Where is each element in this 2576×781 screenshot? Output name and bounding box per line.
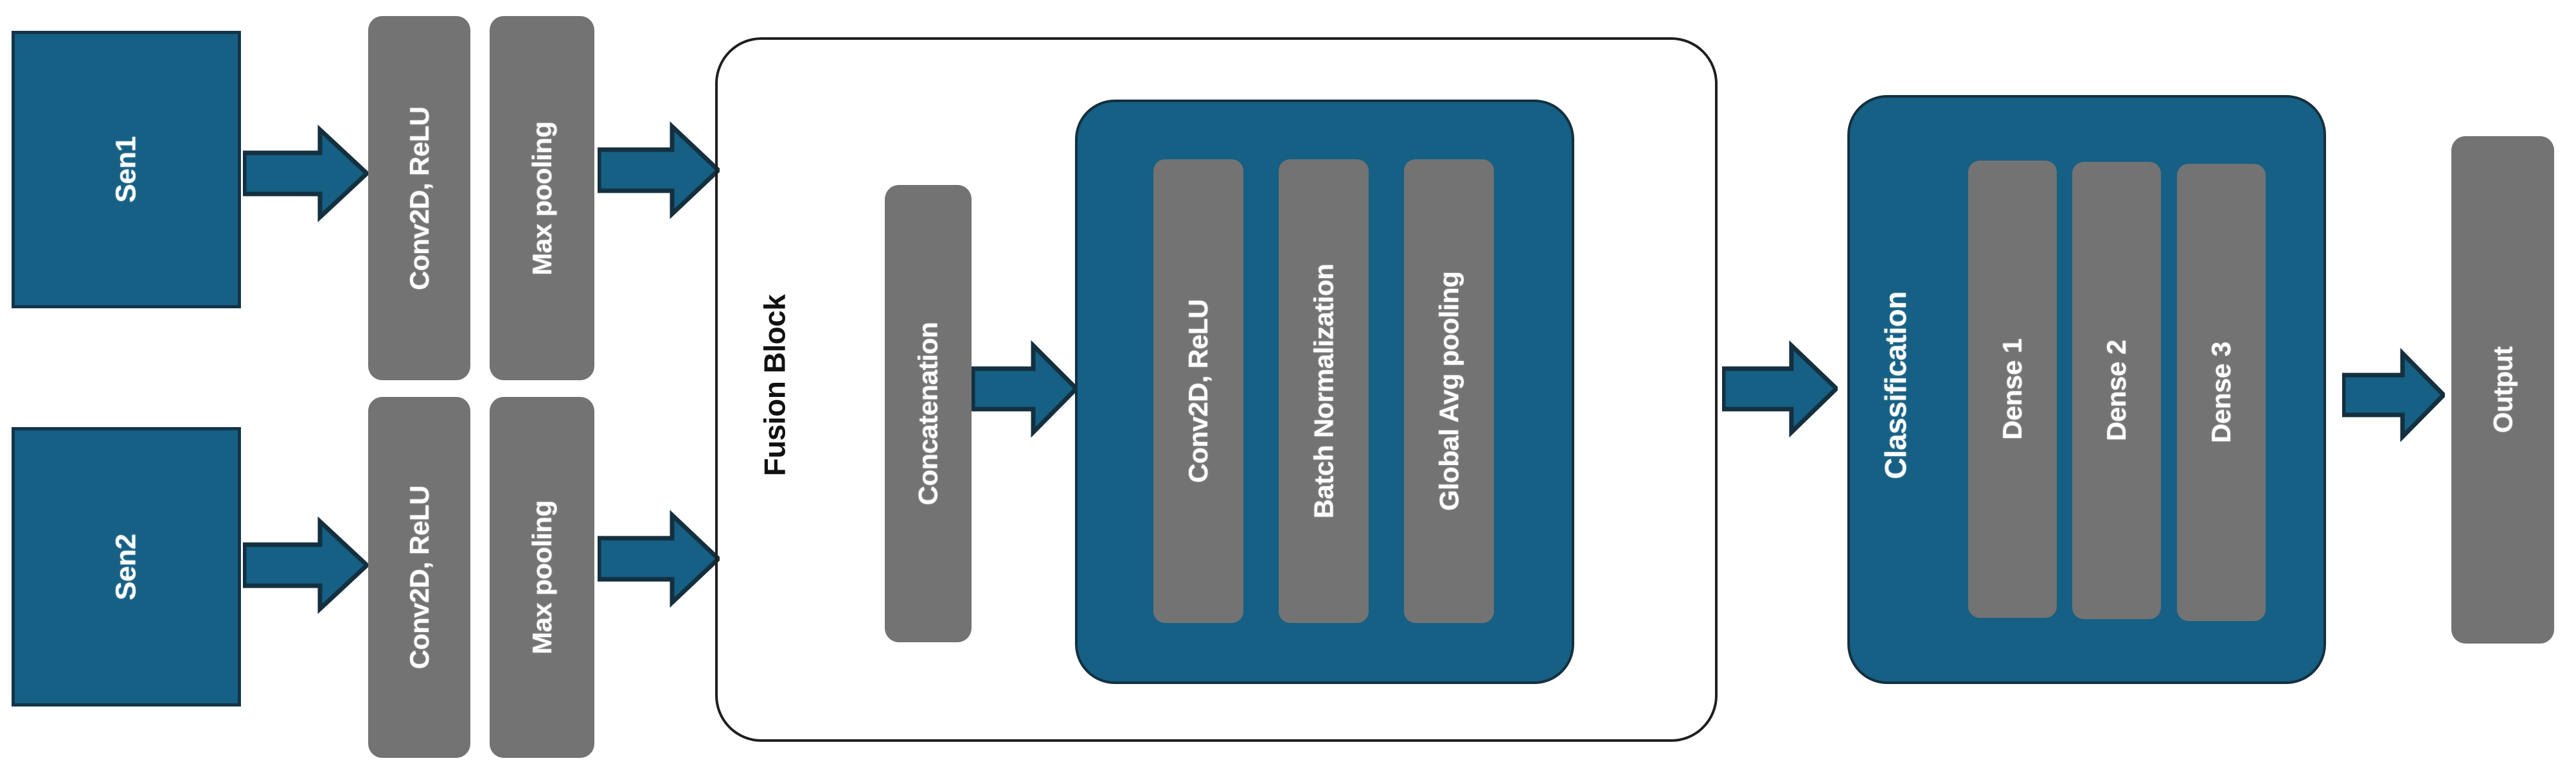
branch2-max-pooling[interactable]: Max pooling — [490, 397, 594, 758]
fusion-batch-normalization[interactable]: Batch Normalization — [1279, 159, 1369, 623]
fusion-batch-normalization-label: Batch Normalization — [1308, 263, 1338, 519]
classification-label-wrapper: Classification — [1867, 231, 1924, 540]
input-sensor-2-label: Sen2 — [110, 533, 142, 601]
arrow-maxpool2-to-fusion — [598, 507, 720, 610]
arrow-sen2-to-conv — [243, 514, 368, 617]
dense-layer-2-label: Dense 2 — [2101, 340, 2131, 441]
input-sensor-1-label: Sen1 — [110, 136, 142, 203]
fusion-block-container — [715, 37, 1718, 742]
classification-label: Classification — [1879, 291, 1912, 480]
arrow-sen1-to-conv — [243, 122, 368, 225]
fusion-block-label: Fusion Block — [758, 294, 791, 477]
arrow-fusion-to-classification — [1722, 339, 1838, 439]
fusion-conv2d-relu-label: Conv2D, ReLU — [1183, 299, 1214, 483]
arrow-classification-to-output — [2342, 347, 2445, 443]
fusion-block-label-wrapper: Fusion Block — [745, 238, 803, 533]
branch2-conv2d-relu[interactable]: Conv2D, ReLU — [368, 397, 470, 758]
dense-layer-3-label: Dense 3 — [2206, 342, 2236, 443]
concatenation-layer-label: Concatenation — [912, 322, 943, 505]
dense-layer-1[interactable]: Dense 1 — [1968, 161, 2057, 618]
branch1-conv2d-relu-label: Conv2D, ReLU — [404, 106, 434, 290]
branch2-max-pooling-label: Max pooling — [526, 500, 557, 654]
output-layer[interactable]: Output — [2451, 136, 2554, 644]
fusion-conv2d-relu[interactable]: Conv2D, ReLU — [1153, 159, 1243, 623]
dense-layer-2[interactable]: Dense 2 — [2072, 162, 2161, 619]
branch1-max-pooling-label: Max pooling — [526, 121, 557, 276]
fusion-global-avg-pooling[interactable]: Global Avg pooling — [1404, 159, 1494, 623]
branch2-conv2d-relu-label: Conv2D, ReLU — [404, 486, 434, 669]
dense-layer-3[interactable]: Dense 3 — [2177, 164, 2266, 621]
fusion-global-avg-pooling-label: Global Avg pooling — [1434, 271, 1464, 511]
input-sensor-1[interactable]: Sen1 — [12, 31, 241, 308]
arrow-maxpool1-to-fusion — [598, 119, 720, 222]
dense-layer-1-label: Dense 1 — [1997, 338, 2027, 440]
concatenation-layer[interactable]: Concatenation — [885, 185, 972, 642]
output-layer-label: Output — [2487, 346, 2518, 434]
input-sensor-2[interactable]: Sen2 — [12, 427, 241, 706]
branch1-conv2d-relu[interactable]: Conv2D, ReLU — [368, 16, 470, 380]
arrow-concat-to-convblock — [972, 339, 1078, 439]
branch1-max-pooling[interactable]: Max pooling — [490, 16, 594, 380]
